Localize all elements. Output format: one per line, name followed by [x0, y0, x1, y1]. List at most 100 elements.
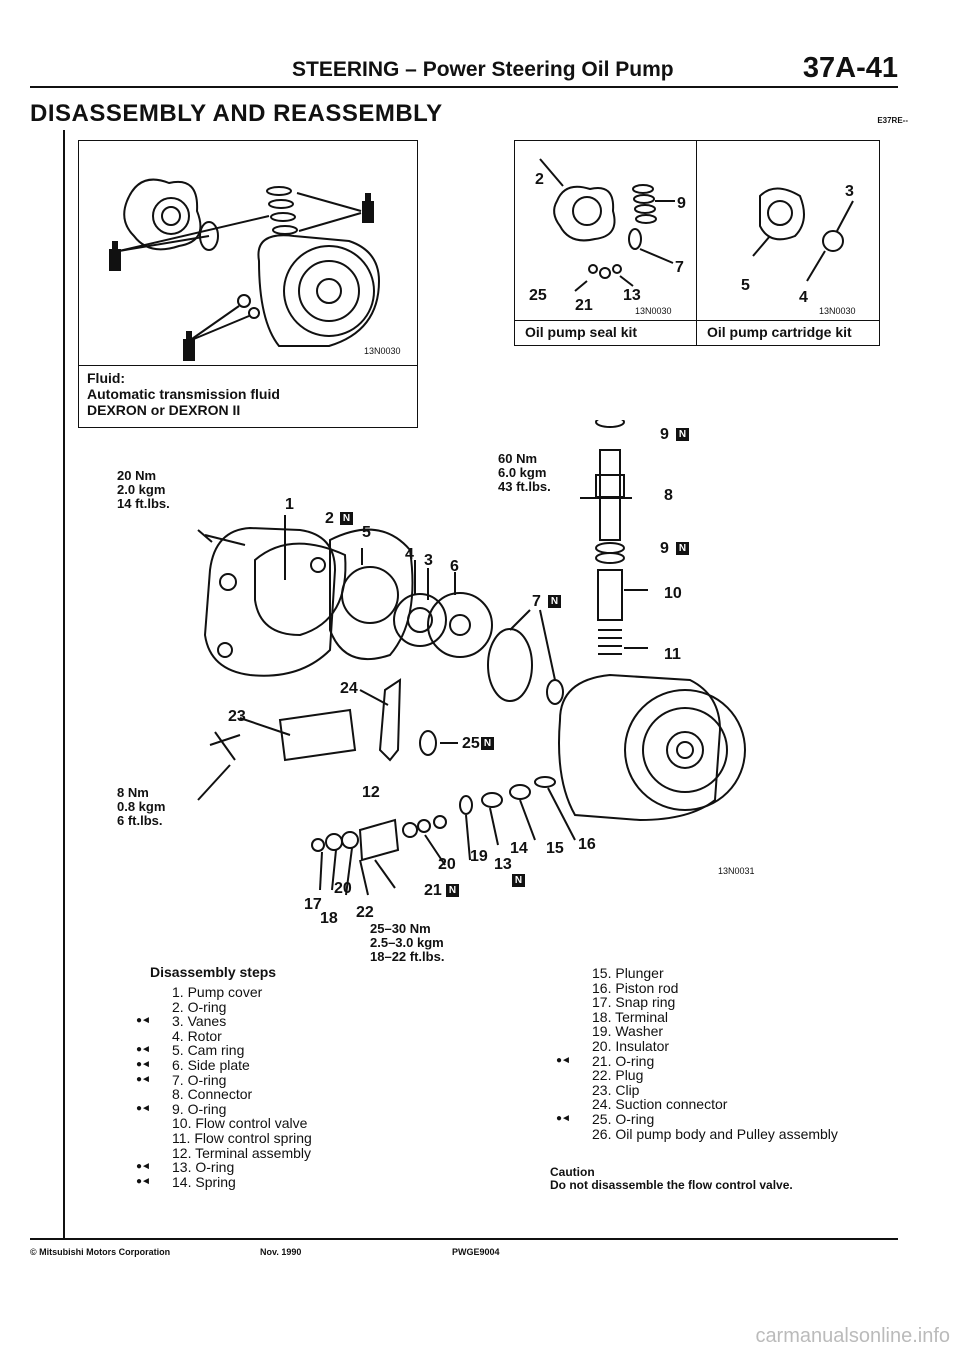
callout-1: 1	[285, 496, 294, 513]
seal-kit-callout-13: 13	[623, 287, 641, 304]
step-item: 8. Connector	[172, 1087, 312, 1102]
footer-date: Nov. 1990	[260, 1247, 302, 1257]
callout-14: 14	[510, 840, 528, 857]
step-item: 20. Insulator	[592, 1039, 838, 1054]
callout-11: 11	[664, 646, 681, 663]
step-text: 13. O-ring	[172, 1159, 235, 1176]
page-number: 37A-41	[802, 52, 898, 84]
step-text: 3. Vanes	[172, 1013, 227, 1030]
callout-16: 16	[578, 836, 596, 853]
step-item: ●◄21. O-ring	[556, 1053, 838, 1069]
step-item: 22. Plug	[592, 1068, 838, 1083]
step-text: 11. Flow control spring	[172, 1129, 312, 1146]
callout-20-left: 20	[334, 880, 352, 897]
fluid-line-2: DEXRON or DEXRON II	[87, 402, 241, 418]
step-text: 2. O-ring	[172, 998, 227, 1015]
seal-kit-code: 13N0030	[635, 306, 672, 316]
replace-mark-25: N	[481, 737, 494, 750]
kits-figure-box: 2 9 7 25 21 13 13N0030 3 5 4 13N0030 Oil…	[514, 140, 880, 346]
callout-18: 18	[320, 910, 338, 927]
fluid-label: Fluid:	[87, 370, 126, 386]
callout-3: 3	[424, 552, 433, 569]
callout-9-top: 9	[660, 426, 669, 443]
callout-15: 15	[546, 840, 564, 857]
step-text: 20. Insulator	[592, 1037, 670, 1054]
reassembly-marker-icon: ●◄	[136, 1175, 151, 1187]
footer-rule	[30, 1238, 898, 1240]
callout-25: 25	[462, 735, 480, 752]
step-item: 10. Flow control valve	[172, 1116, 312, 1131]
callout-22: 22	[356, 904, 374, 921]
header-rule	[30, 86, 898, 88]
step-text: 16. Piston rod	[592, 979, 679, 996]
callout-9-lower: 9	[660, 540, 669, 557]
replace-mark-7: N	[548, 595, 561, 608]
callout-21: 21	[424, 882, 442, 899]
seal-kit-callout-9: 9	[677, 195, 686, 212]
callout-7: 7	[532, 593, 541, 610]
step-item: ●◄6. Side plate	[136, 1058, 312, 1073]
step-text: 26. Oil pump body and Pulley assembly	[592, 1125, 838, 1142]
footer-copyright: © Mitsubishi Motors Corporation	[30, 1247, 171, 1257]
step-text: 9. O-ring	[172, 1100, 227, 1117]
callout-20-right: 20	[438, 856, 456, 873]
step-item: 2. O-ring	[172, 998, 312, 1015]
step-item: 18. Terminal	[592, 1009, 838, 1025]
reassembly-marker-icon: ●◄	[136, 1102, 151, 1114]
cartridge-kit-code: 13N0030	[819, 306, 856, 316]
callout-2: 2	[325, 510, 334, 527]
caution-note: Caution Do not disassemble the flow cont…	[550, 1166, 793, 1192]
cartridge-callout-4: 4	[799, 289, 808, 306]
section-code: E37RE--	[877, 116, 908, 125]
figure-code: 13N0030	[364, 346, 401, 356]
pump-lubrication-illustration	[109, 178, 381, 361]
replace-mark-9-lower: N	[676, 542, 689, 555]
replace-mark-21: N	[446, 884, 459, 897]
reassembly-marker-icon: ●◄	[556, 1054, 571, 1066]
page-header-title: STEERING – Power Steering Oil Pump	[292, 58, 674, 81]
torque-spec-plug: 25–30 Nm 2.5–3.0 kgm 18–22 ft.lbs.	[370, 921, 445, 964]
cartridge-callout-3: 3	[845, 183, 854, 200]
main-figure-code: 13N0031	[718, 866, 755, 876]
step-text: 10. Flow control valve	[172, 1115, 308, 1132]
caution-text: Do not disassemble the flow control valv…	[550, 1178, 793, 1192]
callout-19: 19	[470, 848, 488, 865]
step-text: 17. Snap ring	[592, 994, 676, 1011]
step-text: 1. Pump cover	[172, 984, 263, 1000]
seal-kit-callout-2: 2	[535, 171, 544, 188]
step-item: 4. Rotor	[172, 1027, 312, 1044]
reassembly-marker-icon: ●◄	[136, 1058, 151, 1070]
replace-mark-13: N	[512, 874, 525, 887]
step-item: ●◄5. Cam ring	[136, 1042, 312, 1059]
torque-spec-connector: 60 Nm 6.0 kgm 43 ft.lbs.	[498, 451, 551, 494]
step-text: 15. Plunger	[592, 965, 664, 981]
kits-caption-rule	[515, 320, 879, 321]
callout-23: 23	[228, 708, 246, 725]
exploded-view-diagram	[197, 420, 746, 896]
callout-12: 12	[362, 784, 380, 801]
step-item: 11. Flow control spring	[172, 1131, 312, 1146]
reassembly-marker-icon: ●◄	[136, 1015, 151, 1027]
step-text: 14. Spring	[172, 1173, 236, 1190]
step-item: ●◄ 9. O-ring	[136, 1100, 312, 1117]
footer-doc-id: PWGE9004	[452, 1247, 500, 1257]
callout-6: 6	[450, 558, 459, 575]
step-item: 16. Piston rod	[592, 979, 838, 996]
step-text: 12. Terminal assembly	[172, 1144, 312, 1161]
section-title: DISASSEMBLY AND REASSEMBLY	[30, 100, 443, 127]
callout-13: 13	[494, 856, 512, 873]
seal-kit-callout-21: 21	[575, 297, 593, 314]
step-item: 26. Oil pump body and Pulley assembly	[592, 1125, 838, 1142]
step-text: 5. Cam ring	[172, 1042, 245, 1059]
left-margin-bar	[63, 130, 65, 1238]
step-text: 4. Rotor	[172, 1027, 222, 1044]
step-text: 22. Plug	[592, 1067, 644, 1084]
torque-spec-pump-cover: 20 Nm 2.0 kgm 14 ft.lbs.	[117, 468, 170, 511]
watermark: carmanualsonline.info	[755, 1325, 950, 1347]
cartridge-kit-caption: Oil pump cartridge kit	[707, 324, 852, 340]
replace-mark-2: N	[340, 512, 353, 525]
step-item: 19. Washer	[592, 1024, 838, 1039]
step-text: 23. Clip	[592, 1081, 640, 1098]
